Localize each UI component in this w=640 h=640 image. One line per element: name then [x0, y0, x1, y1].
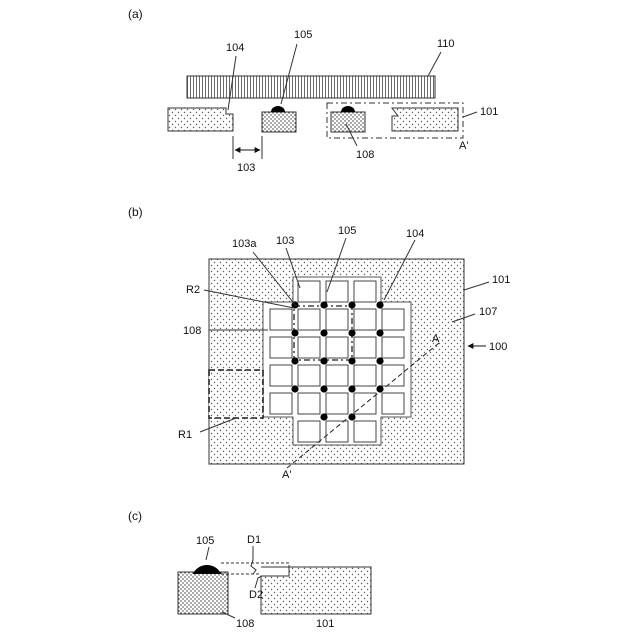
- pad-108-c: [178, 572, 228, 614]
- panel-a: (a) 104 105 110 101 A' 103 108: [128, 7, 498, 174]
- grid-cell: [382, 337, 404, 358]
- ref-110: 110: [437, 38, 455, 50]
- panel-a-label: (a): [128, 7, 143, 21]
- grid-cell: [326, 337, 348, 358]
- grid-cell: [354, 337, 376, 358]
- ref-d2: D2: [249, 589, 263, 601]
- bump-105: [320, 357, 327, 364]
- pad-108-a1: [262, 112, 296, 132]
- leader-d1: [251, 546, 256, 574]
- region-r1-outline: [209, 370, 263, 418]
- ref-103a: 103a: [232, 238, 257, 250]
- bump-105: [376, 357, 383, 364]
- bump-105: [320, 413, 327, 420]
- grid-cell: [270, 309, 292, 330]
- grid-cell: [354, 309, 376, 330]
- panel-b-label: (b): [128, 205, 143, 219]
- bump-105: [291, 329, 298, 336]
- grid-cell: [354, 393, 376, 414]
- ref-100: 100: [489, 341, 507, 353]
- bump-105: [376, 385, 383, 392]
- grid-cell: [298, 281, 320, 302]
- bump-105-c: [193, 565, 221, 574]
- displacement-outline: [221, 563, 289, 567]
- ref-a-prime-a: A': [459, 140, 468, 152]
- substrate-101-c: [261, 567, 371, 614]
- grid-cell: [270, 393, 292, 414]
- bump-105: [348, 357, 355, 364]
- bump-105: [291, 385, 298, 392]
- bump-105: [291, 357, 298, 364]
- grid-cell: [326, 309, 348, 330]
- grid-cell: [382, 393, 404, 414]
- ref-101-b: 101: [492, 274, 510, 286]
- ref-105-c: 105: [196, 535, 214, 547]
- grid-cell: [354, 365, 376, 386]
- bump-105: [348, 413, 355, 420]
- panel-c-label: (c): [128, 509, 142, 523]
- panel-b: (b) 103a 103 105 104 101 107 100 R2: [128, 205, 510, 481]
- ref-d1: D1: [247, 534, 261, 546]
- grid-cell: [298, 337, 320, 358]
- layer-101-right-segment: [392, 108, 458, 131]
- ref-105-b: 105: [338, 225, 356, 237]
- bump-105: [320, 385, 327, 392]
- grid-cell: [298, 421, 320, 442]
- ref-108-b: 108: [183, 325, 201, 337]
- leader-110: [428, 52, 441, 76]
- bump-105: [320, 301, 327, 308]
- grid-cell: [298, 309, 320, 330]
- bump-105: [376, 329, 383, 336]
- grid-cell: [382, 309, 404, 330]
- ref-r2: R2: [186, 284, 200, 296]
- ref-104-b: 104: [406, 228, 424, 240]
- ref-107: 107: [479, 306, 497, 318]
- grid-cell: [298, 393, 320, 414]
- bump-105: [376, 301, 383, 308]
- leader-105-c: [206, 547, 209, 560]
- ref-103-a: 103: [237, 162, 255, 174]
- grid-cell: [326, 365, 348, 386]
- bump-105-a1: [271, 106, 285, 112]
- ref-101-c: 101: [316, 618, 334, 630]
- grid-cell: [382, 365, 404, 386]
- ref-104-a: 104: [226, 42, 244, 54]
- grid-cell: [326, 421, 348, 442]
- ref-101-a: 101: [480, 106, 498, 118]
- ref-108-a: 108: [356, 149, 374, 161]
- panel-c: (c) 105 D1 D2 108 101: [128, 509, 371, 630]
- bump-105-a2: [341, 106, 355, 112]
- grid-cell: [298, 365, 320, 386]
- ref-r1: R1: [178, 429, 192, 441]
- grid-cell: [326, 393, 348, 414]
- ref-105-a: 105: [294, 29, 312, 41]
- leader-101-a: [463, 112, 477, 117]
- bump-105: [348, 301, 355, 308]
- ref-108-c: 108: [236, 618, 254, 630]
- grid-cell: [354, 421, 376, 442]
- layer-110: [187, 76, 435, 98]
- grid-cell: [270, 365, 292, 386]
- leader-101-b: [464, 282, 489, 290]
- ref-a-b: A: [432, 333, 440, 345]
- layer-101-left-segment: [168, 108, 233, 131]
- ref-a-prime-b: A': [282, 469, 291, 481]
- bump-105: [320, 329, 327, 336]
- ref-103-b: 103: [276, 235, 294, 247]
- bump-105: [348, 329, 355, 336]
- grid-cell: [270, 337, 292, 358]
- grid-cell: [354, 281, 376, 302]
- bump-105: [348, 385, 355, 392]
